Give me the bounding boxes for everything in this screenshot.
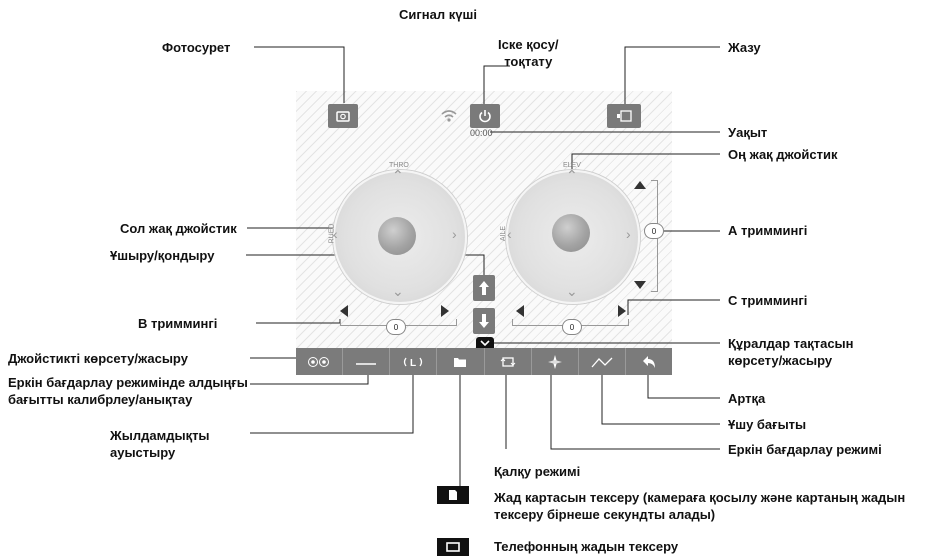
takeoff-button[interactable] xyxy=(473,275,495,301)
down-arrow-icon xyxy=(479,314,489,328)
timer: 00:00 xyxy=(470,128,493,138)
label-record: Жазу xyxy=(728,40,761,55)
label-left-joystick: Сол жақ джойстик xyxy=(120,221,237,236)
phone-icon xyxy=(446,542,460,552)
label-trim-b: B триммингі xyxy=(138,316,218,331)
power-icon xyxy=(479,110,491,123)
record-button[interactable] xyxy=(607,104,641,128)
back-arrow-icon xyxy=(642,355,655,368)
right-joystick-up-chevron: ⌃ xyxy=(566,167,578,183)
calibrate-button[interactable] xyxy=(343,348,391,375)
camera-icon xyxy=(336,111,350,122)
label-start-stop: Іске қосу/ тоқтату xyxy=(498,37,559,69)
label-trim-a: А триммингі xyxy=(728,223,808,238)
right-joystick-knob[interactable] xyxy=(552,214,590,252)
float-icon xyxy=(500,356,515,367)
left-joystick-left-chevron: ‹ xyxy=(333,226,338,242)
video-icon xyxy=(617,110,632,122)
label-sd-check: Жад картасын тексеру (камераға қосылу жә… xyxy=(494,490,906,522)
trim-b-right-button[interactable] xyxy=(441,305,449,317)
float-mode-button[interactable] xyxy=(485,348,532,375)
label-phone-check: Телефонның жадын тексеру xyxy=(494,539,679,554)
speed-icon: L xyxy=(404,357,423,369)
trim-a-up-button[interactable] xyxy=(634,181,646,189)
headless-mode-button[interactable] xyxy=(532,348,579,375)
label-takeoff-land: Ұшыру/қондыру xyxy=(110,248,215,263)
left-joystick-up-chevron: ⌃ xyxy=(392,167,404,183)
calibrate-icon xyxy=(356,362,377,365)
label-time: Уақыт xyxy=(728,125,768,140)
trim-b-value: 0 xyxy=(386,319,406,335)
label-calibrate: Еркін бағдарлау режимінде алдыңғы бағытт… xyxy=(8,375,248,407)
label-joystick-toggle: Джойстикті көрсету/жасыру xyxy=(8,351,188,366)
trim-b-left-button[interactable] xyxy=(340,305,348,317)
svg-text:L: L xyxy=(410,358,416,369)
folder-icon xyxy=(454,357,467,367)
label-right-joystick: Оң жақ джойстик xyxy=(728,147,838,162)
trim-a-value: 0 xyxy=(644,223,664,239)
label-photo: Фотосурет xyxy=(162,40,231,55)
label-signal: Сигнал күші xyxy=(399,7,477,22)
trim-a-down-button[interactable] xyxy=(634,281,646,289)
left-joystick-right-chevron: › xyxy=(452,226,457,242)
right-joystick-down-chevron: ⌄ xyxy=(566,283,578,299)
label-toolbar-toggle: Құралдар тақтасын көрсету/жасыру xyxy=(728,336,854,368)
trim-c-right-button[interactable] xyxy=(618,305,626,317)
back-button[interactable] xyxy=(626,348,672,375)
flight-direction-button[interactable] xyxy=(579,348,626,375)
right-joystick-top-label: ELEV xyxy=(563,162,581,169)
phone-legend-icon xyxy=(437,538,469,556)
left-joystick-down-chevron: ⌄ xyxy=(392,283,404,299)
right-joystick-right-chevron: › xyxy=(626,226,631,242)
toolbar-toggle-button[interactable] xyxy=(476,337,494,348)
label-speed-switch: Жылдамдықты ауыстыру xyxy=(110,428,210,460)
label-float-mode: Қалқу режимі xyxy=(494,464,581,479)
chevron-down-icon xyxy=(480,339,490,346)
up-arrow-icon xyxy=(479,281,489,295)
label-flight-direction: Ұшу бағыты xyxy=(728,417,807,432)
label-trim-c: С триммингі xyxy=(728,293,808,308)
start-stop-button[interactable] xyxy=(470,104,500,128)
storage-check-button[interactable] xyxy=(437,348,485,375)
trim-c-value: 0 xyxy=(562,319,582,335)
right-joystick-left-chevron: ‹ xyxy=(507,226,512,242)
photo-button[interactable] xyxy=(328,104,358,128)
label-back: Артқа xyxy=(728,391,766,406)
speed-switch-button[interactable]: L xyxy=(390,348,438,375)
left-joystick-knob[interactable] xyxy=(378,217,416,255)
land-button[interactable] xyxy=(473,308,495,334)
label-headless-mode: Еркін бағдарлау режимі xyxy=(728,442,882,457)
toolbar: L xyxy=(296,348,672,375)
wifi-icon xyxy=(440,108,458,129)
headless-icon xyxy=(547,354,562,369)
sd-card-legend-icon xyxy=(437,486,469,504)
flight-path-icon xyxy=(591,357,613,367)
joystick-toggle-button[interactable] xyxy=(296,348,344,375)
trim-c-left-button[interactable] xyxy=(516,305,524,317)
left-joystick-top-label: THRO xyxy=(389,162,409,169)
toggle-joystick-icon xyxy=(308,356,330,367)
sd-card-icon xyxy=(449,490,457,500)
